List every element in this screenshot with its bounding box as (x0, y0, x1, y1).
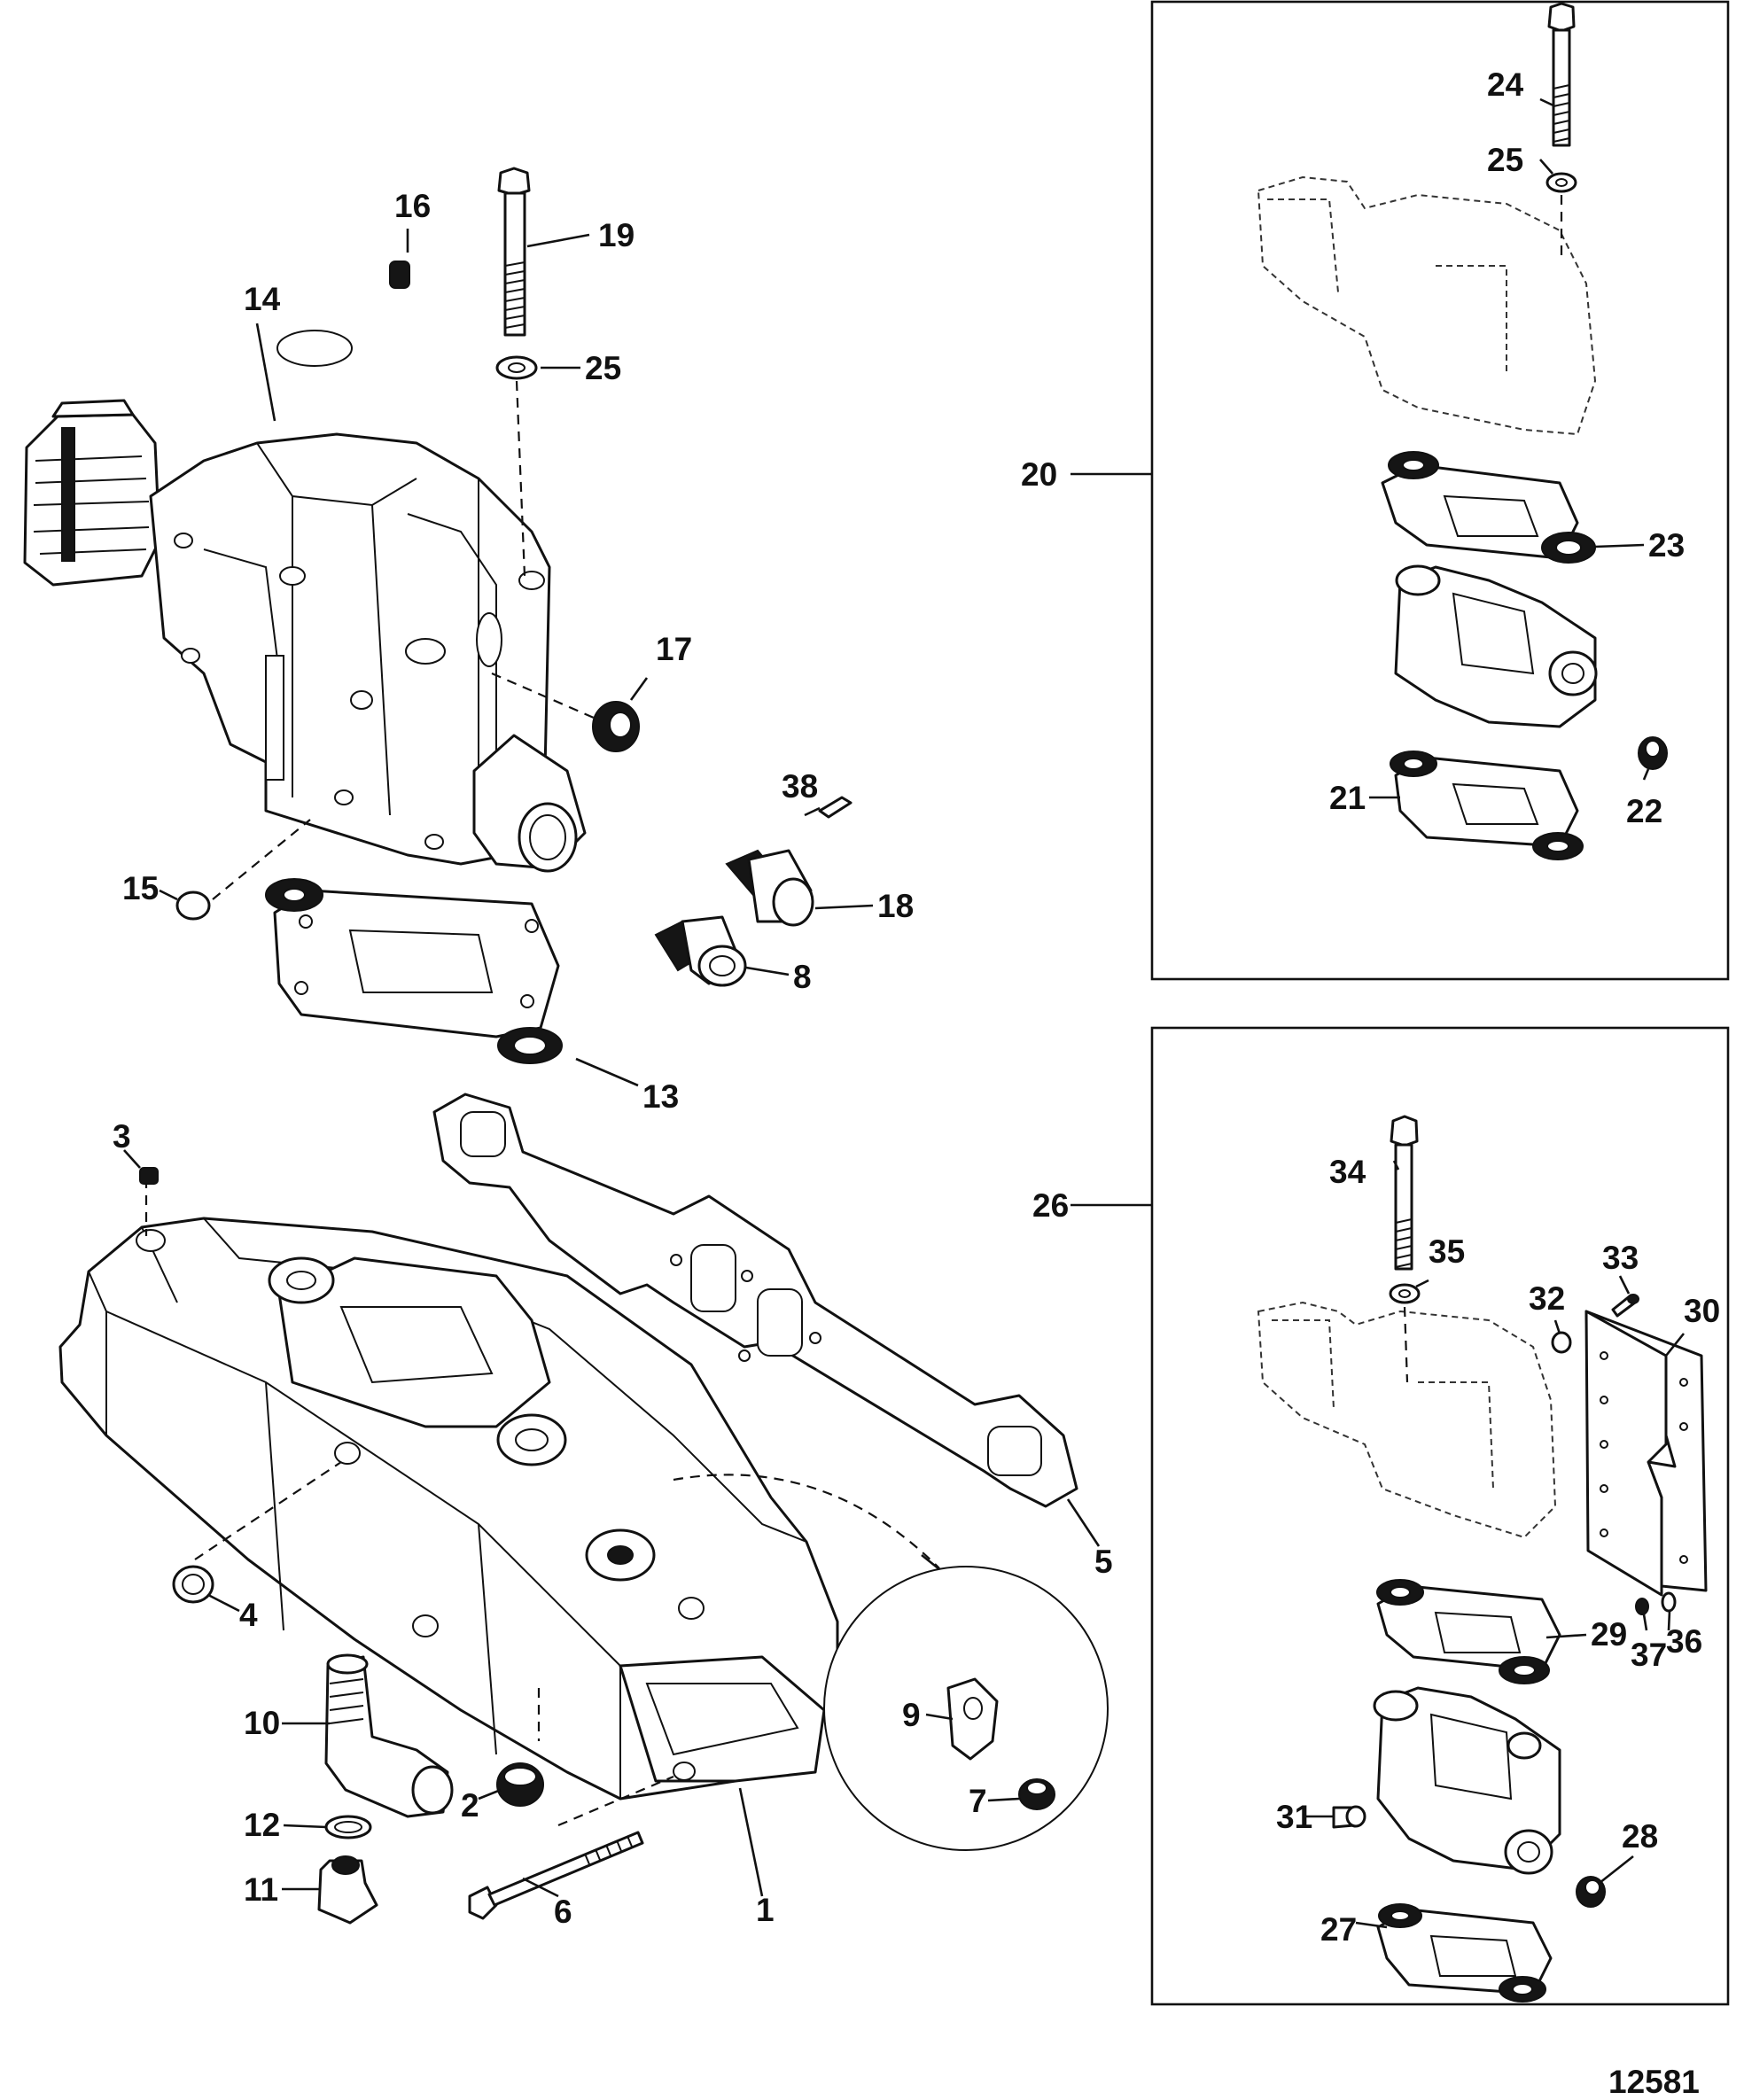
callout-28: 28 (1622, 1818, 1658, 1855)
callout-6: 6 (554, 1894, 572, 1930)
seal-4 (172, 1565, 214, 1604)
callout-37: 37 (1631, 1637, 1667, 1673)
callout-19: 19 (598, 217, 635, 253)
figure-id: 12581 (1608, 2064, 1700, 2100)
callout-24: 24 (1487, 66, 1524, 103)
fitting-18 (725, 849, 814, 927)
callout-8: 8 (793, 959, 812, 995)
callout-10: 10 (244, 1705, 280, 1741)
elbow-assembly-26-phantom (1257, 1301, 1557, 1539)
gasket-13 (265, 878, 563, 1064)
gasket-29 (1376, 1579, 1561, 1684)
callout-14: 14 (244, 281, 281, 317)
washer-35 (1389, 1283, 1421, 1304)
plug-3 (139, 1167, 159, 1185)
callout-26: 26 (1032, 1187, 1069, 1224)
plug-22 (1638, 736, 1668, 770)
inset-frame-20 (1150, 0, 1730, 981)
callout-25: 25 (585, 350, 621, 386)
small-parts-37-36 (1635, 1591, 1677, 1615)
callout-2: 2 (461, 1787, 479, 1824)
fitting-8 (654, 915, 747, 987)
callout-20: 20 (1021, 456, 1057, 493)
hose-fitting-10 (324, 1653, 454, 1818)
callout-25-inset: 25 (1487, 142, 1523, 178)
plug-17 (592, 701, 640, 752)
callout-33: 33 (1602, 1240, 1639, 1276)
callout-13: 13 (642, 1078, 679, 1115)
callout-31: 31 (1276, 1799, 1312, 1835)
callout-17: 17 (656, 631, 692, 667)
exhaust-manifold-1 (58, 1217, 839, 1801)
callout-34: 34 (1329, 1154, 1366, 1190)
callout-35: 35 (1429, 1233, 1465, 1270)
callout-29: 29 (1591, 1616, 1627, 1653)
gasket-21 (1390, 751, 1584, 860)
fitting-38 (818, 796, 853, 819)
o-ring-12 (324, 1815, 372, 1839)
callout-21: 21 (1329, 780, 1366, 816)
callout-32: 32 (1529, 1280, 1565, 1317)
spacer-27 (1373, 1686, 1561, 1875)
plug-15 (175, 891, 211, 921)
bolt-24 (1547, 2, 1576, 147)
callout-7: 7 (969, 1783, 987, 1819)
leader-lines (123, 97, 1686, 1929)
gasket-27 (1376, 1903, 1553, 2003)
drain-plug-11 (317, 1855, 378, 1925)
plug-2 (496, 1762, 544, 1807)
callout-22: 22 (1626, 793, 1662, 829)
callout-23: 23 (1648, 527, 1685, 564)
detail-circle (823, 1566, 1109, 1851)
screw-33 (1611, 1294, 1639, 1318)
elbow-assembly-14 (23, 330, 587, 873)
callout-11: 11 (244, 1871, 278, 1908)
plate-30 (1584, 1310, 1708, 1597)
nut-32 (1551, 1331, 1572, 1354)
manifold-gasket-5 (432, 1093, 1078, 1508)
plug-28 (1576, 1876, 1606, 1908)
callout-4: 4 (239, 1597, 258, 1633)
callout-9: 9 (902, 1697, 921, 1733)
plug-16 (389, 261, 410, 289)
callout-15: 15 (122, 870, 159, 906)
callout-1: 1 (756, 1892, 775, 1928)
elbow-assembly-20-phantom (1257, 175, 1597, 436)
callout-16: 16 (394, 188, 431, 224)
bolt-6 (468, 1831, 644, 1920)
gasket-23 (1381, 451, 1596, 564)
washer-25-inset (1545, 172, 1577, 193)
bolt-34 (1390, 1115, 1419, 1271)
spacer-21 (1394, 564, 1598, 728)
callout-12: 12 (244, 1807, 280, 1843)
callout-27: 27 (1320, 1911, 1357, 1948)
screw-31 (1332, 1805, 1366, 1829)
callout-38: 38 (782, 768, 818, 805)
bolt-19 (497, 167, 531, 337)
callout-18: 18 (877, 888, 914, 924)
inset-frame-26 (1150, 1026, 1730, 2006)
washer-25 (495, 355, 538, 380)
callout-3: 3 (113, 1118, 131, 1155)
callout-36: 36 (1666, 1623, 1702, 1660)
callout-5: 5 (1094, 1544, 1113, 1580)
callout-labels: 14 16 19 25 17 38 15 18 8 13 3 5 4 10 12… (113, 66, 1720, 1948)
callout-30: 30 (1684, 1293, 1720, 1329)
